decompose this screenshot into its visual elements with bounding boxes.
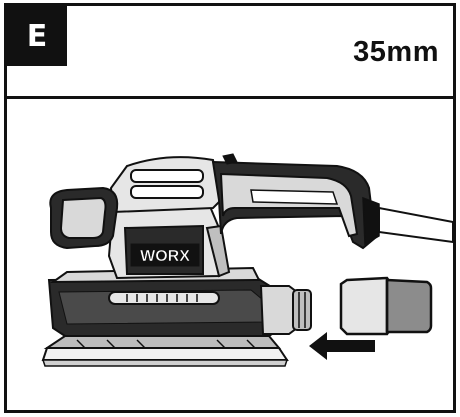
rear-handle xyxy=(211,153,377,250)
power-cord xyxy=(362,196,453,246)
size-label: 35mm xyxy=(353,36,439,68)
step-badge: E xyxy=(7,6,67,66)
dust-adapter xyxy=(339,276,433,336)
motor-housing: WORX xyxy=(107,202,231,280)
step-letter: E xyxy=(26,18,48,54)
insertion-arrow xyxy=(309,332,375,360)
sander-illustration: WORX xyxy=(41,153,453,367)
brand-logo: WORX xyxy=(140,248,190,265)
front-knob xyxy=(49,186,119,250)
panel-header: E 35mm xyxy=(7,6,453,99)
dust-port xyxy=(259,285,312,335)
sander-lower-body xyxy=(47,266,277,337)
instruction-panel: E 35mm xyxy=(4,3,456,413)
